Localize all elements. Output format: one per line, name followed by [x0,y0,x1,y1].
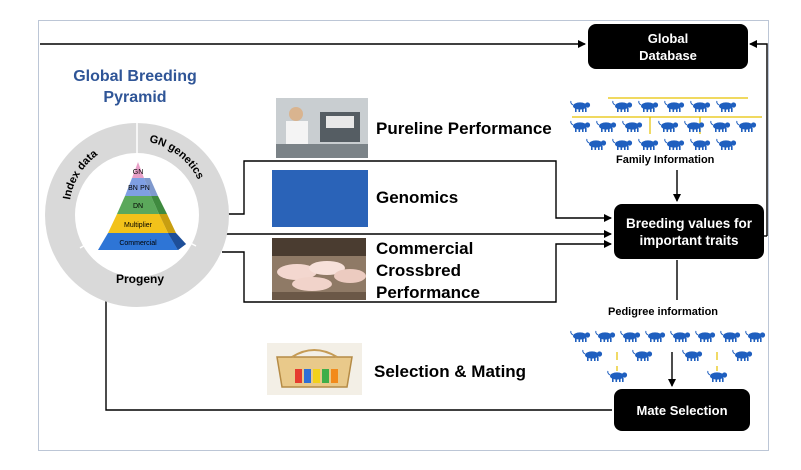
pedigree-pigs [570,330,766,383]
pureline-photo [276,98,368,158]
commercial-pigs-photo [272,238,366,300]
sample-tray-photo [267,343,362,395]
level-pn: PN [140,185,150,192]
pedigree-information-label: Pedigree information [608,306,719,318]
global-database-box: Global Database [588,24,748,69]
ring-label-progeny: Progeny [116,272,164,286]
mate-selection-box: Mate Selection [614,389,750,431]
genomics-label: Genomics [376,188,459,207]
breeding-pyramid: GN BN PN DN Multiplier Commercial [98,162,186,250]
pureline-performance-label: Pureline Performance [376,119,552,138]
pyramid-title: Global Breeding Pyramid [73,68,197,106]
pureline-connector [222,160,612,222]
global-database-line2: Database [639,47,697,63]
level-multiplier: Multiplier [124,222,153,229]
genomics-photo [272,170,368,227]
level-dn: DN [133,203,143,210]
selection-mating-label: Selection & Mating [374,362,527,381]
commercial-crossbred-label: Commercial Crossbred Performance [376,239,480,302]
commercial-connector [222,240,612,303]
global-database-line1: Global [647,30,689,46]
mate-to-progeny-line [102,261,612,411]
family-information-label: Family Information [616,154,715,166]
level-commercial: Commercial [119,240,157,247]
database-return-line [749,40,768,236]
family-pigs [570,97,762,151]
level-bn: BN [128,185,138,192]
breeding-values-box: Breeding values for important traits [614,204,764,259]
level-gn: GN [133,169,144,176]
